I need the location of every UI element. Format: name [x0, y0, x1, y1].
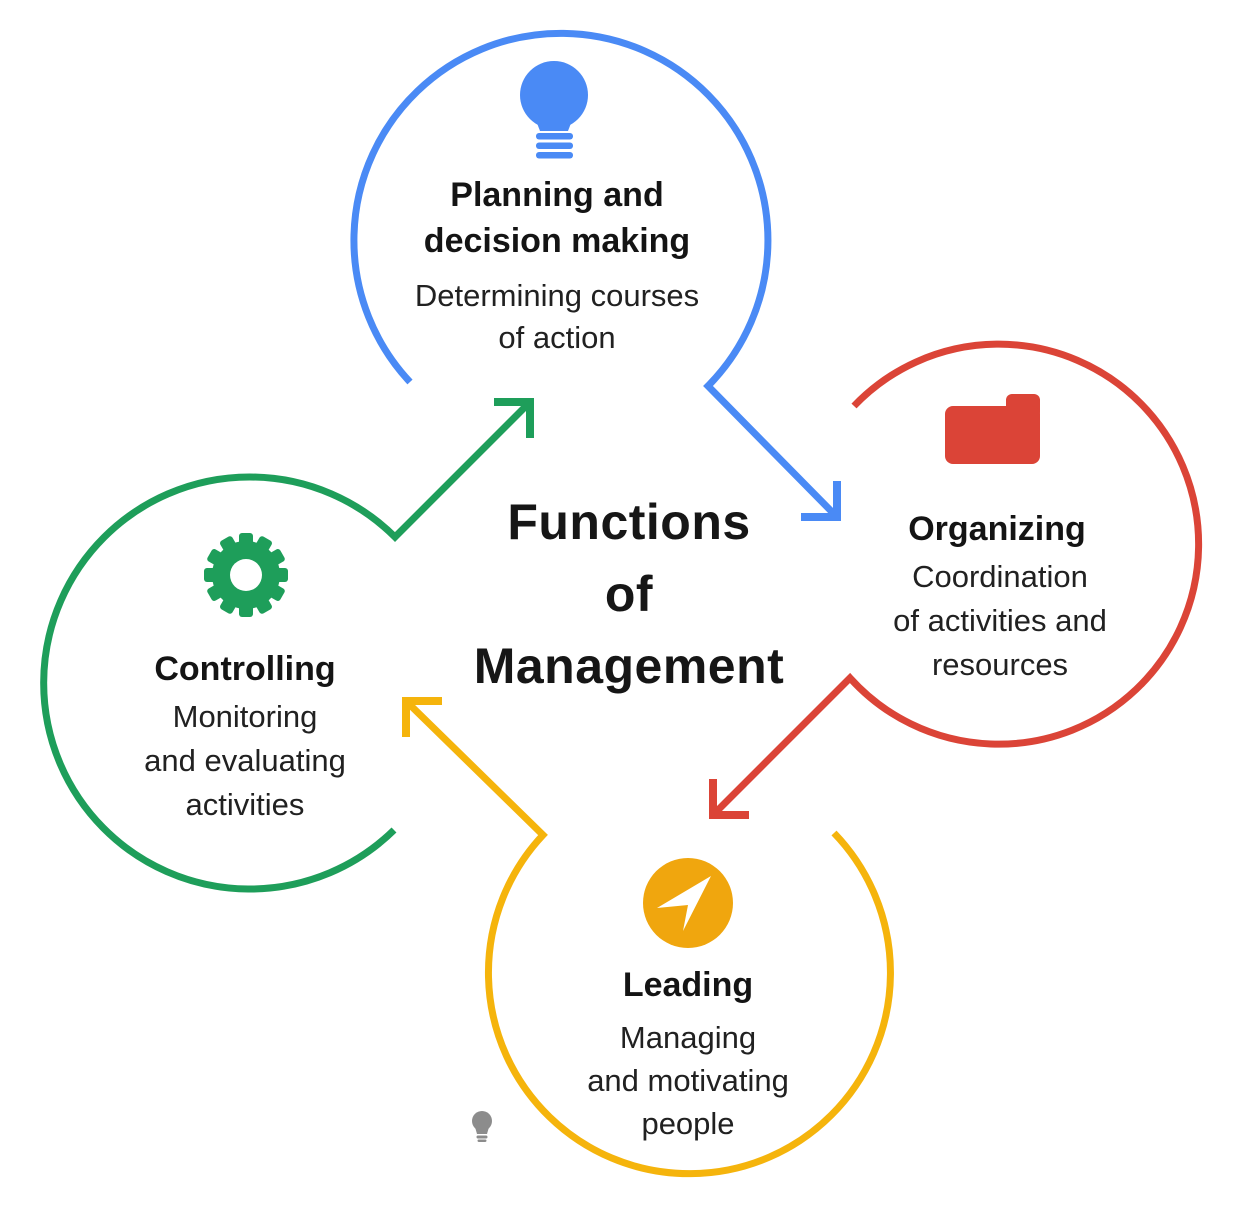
- leading-circle-outline-and-arrow-shaft: [403, 698, 894, 1178]
- planning-heading: Planning and decision making: [423, 176, 691, 260]
- leading-to-controlling-arrowhead: [402, 697, 442, 737]
- controlling-circle-group: [40, 398, 534, 893]
- organizing-to-leading-arrowhead: [709, 779, 749, 819]
- title-line-2: of: [604, 566, 654, 622]
- leading-heading: Leading: [622, 966, 754, 1004]
- organizing-circle-outline-and-arrow-shaft: [710, 340, 1203, 818]
- planning-circle-group: [350, 29, 841, 521]
- organizing-description: Coordination of activities and resources: [893, 559, 1107, 682]
- gear-icon: [204, 533, 288, 617]
- page-title: Functions of Management: [474, 486, 785, 702]
- planning-circle-outline-and-arrow-shaft: [350, 29, 840, 520]
- title-line-3: Management: [473, 638, 785, 694]
- navigation-icon: [643, 858, 733, 948]
- controlling-to-planning-arrowhead: [494, 398, 534, 438]
- controlling-circle-outline-and-arrow-shaft: [40, 399, 533, 893]
- controlling-heading: Controlling: [154, 650, 336, 688]
- title-line-1: Functions: [507, 494, 751, 550]
- organizing-heading: Organizing: [908, 510, 1086, 548]
- controlling-description: Monitoring and evaluating activities: [144, 699, 346, 822]
- leading-description: Managing and motivating people: [587, 1020, 789, 1141]
- folder-icon: [945, 394, 1040, 464]
- lightbulb-icon: [520, 61, 588, 159]
- planning-to-organizing-arrowhead: [801, 481, 841, 521]
- planning-description: Determining courses of action: [414, 278, 700, 355]
- leading-circle-group: [402, 697, 894, 1178]
- organizing-circle-group: [709, 340, 1203, 819]
- lightbulb-watermark-icon: [472, 1111, 492, 1142]
